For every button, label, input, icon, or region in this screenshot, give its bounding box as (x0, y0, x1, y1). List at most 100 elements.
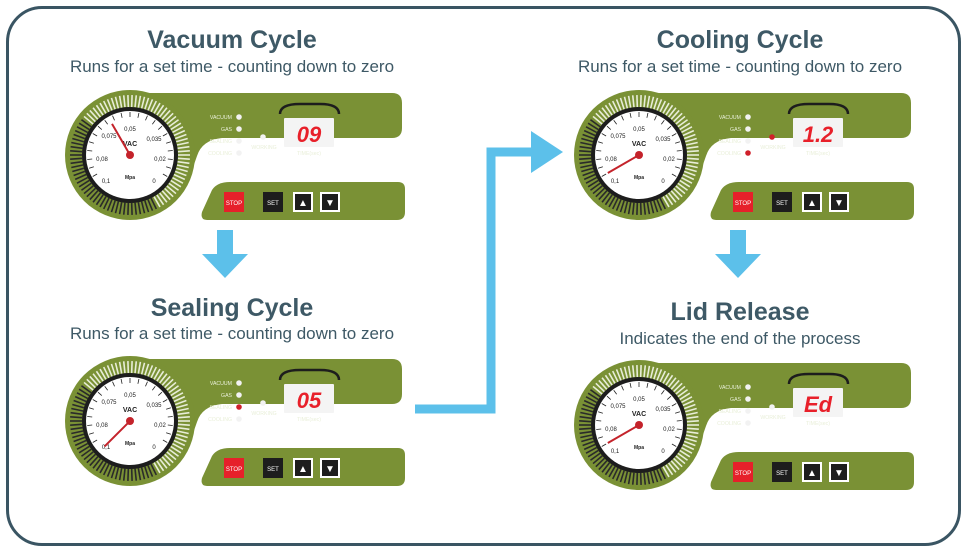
led-label-vacuum: VACUUM (210, 381, 232, 387)
working-label: WORKING (760, 415, 785, 421)
led-label-sealing: SEALING (719, 409, 742, 415)
led-sealing (236, 404, 242, 410)
working-label: WORKING (760, 145, 785, 151)
led-label-vacuum: VACUUM (719, 115, 741, 121)
stop-label: STOP (226, 467, 242, 473)
gauge-hub (635, 421, 643, 429)
up-arrow-icon: ▲ (298, 198, 308, 209)
down-arrow-icon: ▼ (325, 464, 335, 475)
scale-label-0-02: 0,02 (663, 157, 675, 163)
led-label-gas: GAS (221, 393, 232, 399)
working-label: WORKING (251, 411, 276, 417)
cooling-cycle-title: Cooling Cycle (530, 26, 950, 55)
down-arrow-left (200, 230, 252, 280)
led-cooling (236, 150, 242, 156)
display-value: 09 (297, 122, 322, 147)
led-gas (236, 392, 242, 398)
scale-label-0-1: 0,1 (102, 179, 111, 185)
scale-label-0-1: 0,1 (611, 179, 620, 185)
down-arrow-icon: ▼ (834, 468, 844, 479)
led-working (260, 400, 266, 406)
led-gas (236, 126, 242, 132)
stop-label: STOP (735, 471, 751, 477)
scale-label-0-05: 0,05 (633, 397, 645, 403)
set-label: SET (267, 467, 279, 473)
scale-label-0-035: 0,035 (655, 407, 671, 413)
gauge-vac-label: VAC (123, 407, 137, 414)
led-label-gas: GAS (730, 127, 741, 133)
lid-release-subtitle: Indicates the end of the process (510, 329, 970, 349)
scale-label-0-035: 0,035 (146, 137, 162, 143)
time-label: TIME(sec) (806, 421, 830, 427)
time-label: TIME(sec) (297, 417, 321, 423)
led-label-gas: GAS (221, 127, 232, 133)
scale-label-0-075: 0,075 (101, 400, 117, 406)
led-label-gas: GAS (730, 397, 741, 403)
led-cooling (745, 150, 751, 156)
gauge-mpa-label: Mpa (125, 441, 135, 447)
led-vacuum (745, 114, 751, 120)
up-arrow-icon: ▲ (807, 198, 817, 209)
scale-label-0-08: 0,08 (96, 157, 108, 163)
led-cooling (745, 420, 751, 426)
vacuum-cycle-title: Vacuum Cycle (22, 26, 442, 55)
scale-label-0-02: 0,02 (154, 423, 166, 429)
up-arrow-icon: ▲ (298, 464, 308, 475)
set-label: SET (267, 201, 279, 207)
down-arrow-right (713, 230, 765, 280)
led-label-sealing: SEALING (210, 139, 233, 145)
scale-label-0-08: 0,08 (96, 423, 108, 429)
scale-label-0-08: 0,08 (605, 427, 617, 433)
sealing-cycle-subtitle: Runs for a set time - counting down to z… (2, 324, 462, 344)
led-label-sealing: SEALING (210, 405, 233, 411)
working-label: WORKING (251, 145, 276, 151)
scale-label-0-075: 0,075 (610, 134, 626, 140)
stop-label: STOP (226, 201, 242, 207)
scale-label-0-1: 0,1 (611, 449, 620, 455)
sealing-cycle-title: Sealing Cycle (22, 294, 442, 323)
display-value: 1.2 (803, 122, 834, 147)
led-working (769, 404, 775, 410)
display-value: Ed (804, 392, 833, 417)
scale-label-0-08: 0,08 (605, 157, 617, 163)
led-label-vacuum: VACUUM (719, 385, 741, 391)
cooling-cycle-subtitle: Runs for a set time - counting down to z… (510, 57, 970, 77)
led-vacuum (745, 384, 751, 390)
time-label: TIME(sec) (297, 151, 321, 157)
lid-release-title: Lid Release (530, 298, 950, 327)
gauge-mpa-label: Mpa (125, 175, 135, 181)
led-label-cooling: COOLING (208, 417, 232, 423)
gauge-hub (126, 151, 134, 159)
led-working (260, 134, 266, 140)
led-gas (745, 126, 751, 132)
stop-label: STOP (735, 201, 751, 207)
set-label: SET (776, 201, 788, 207)
led-sealing (745, 138, 751, 144)
connector-arrow (415, 125, 575, 420)
scale-label-0-075: 0,075 (610, 404, 626, 410)
gauge-vac-label: VAC (632, 141, 646, 148)
gauge-hub (126, 417, 134, 425)
time-label: TIME(sec) (806, 151, 830, 157)
led-cooling (236, 416, 242, 422)
down-arrow-icon: ▼ (325, 198, 335, 209)
led-sealing (236, 138, 242, 144)
gauge-mpa-label: Mpa (634, 175, 644, 181)
set-label: SET (776, 471, 788, 477)
gauge-vac-label: VAC (632, 411, 646, 418)
led-label-cooling: COOLING (717, 151, 741, 157)
scale-label-0-05: 0,05 (633, 127, 645, 133)
scale-label-0-035: 0,035 (655, 137, 671, 143)
led-label-cooling: COOLING (717, 421, 741, 427)
scale-label-0-05: 0,05 (124, 393, 136, 399)
led-gas (745, 396, 751, 402)
scale-label-0-02: 0,02 (154, 157, 166, 163)
scale-label-0-075: 0,075 (101, 134, 117, 140)
led-label-sealing: SEALING (719, 139, 742, 145)
gauge-mpa-label: Mpa (634, 445, 644, 451)
down-arrow-icon: ▼ (834, 198, 844, 209)
scale-label-0-05: 0,05 (124, 127, 136, 133)
